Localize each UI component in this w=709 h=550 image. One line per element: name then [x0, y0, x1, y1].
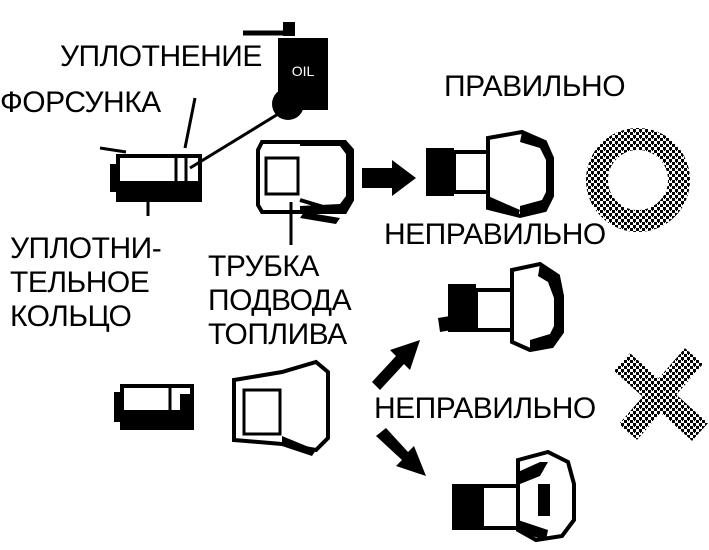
- seal-leader-line: [189, 106, 289, 170]
- injector-top: [99, 146, 202, 202]
- oil-can-icon: OIL: [243, 22, 328, 120]
- circle-mark-icon: [586, 128, 690, 232]
- seal-label: УПЛОТНЕНИЕ: [60, 40, 262, 73]
- fuel-pipe-label-line-2: ПОДВОДА: [208, 284, 352, 317]
- fuel-pipe-top: [256, 140, 354, 224]
- correct-label: ПРАВИЛЬНО: [444, 70, 626, 103]
- arrow-to-incorrect-2: [376, 428, 426, 476]
- oil-can-label: OIL: [292, 63, 315, 79]
- o-ring-label-line-3: КОЛЬЦО: [10, 300, 132, 333]
- fuel-pipe-bottom: [232, 359, 330, 456]
- injector-label: ФОРСУНКА: [0, 86, 161, 119]
- fuel-pipe-label-line-3: ТОПЛИВА: [208, 318, 347, 351]
- arrow-to-correct: [362, 160, 416, 196]
- injector-bottom: [114, 384, 194, 430]
- o-ring-label-line-1: УПЛОТНИ-: [10, 232, 162, 265]
- incorrect-label-1: НЕПРАВИЛЬНО: [384, 218, 606, 251]
- assembly-incorrect-2: [452, 449, 576, 543]
- o-ring-label-line-2: ТЕЛЬНОЕ: [10, 266, 150, 299]
- arrow-to-incorrect-1: [372, 340, 420, 390]
- assembly-correct: [426, 129, 554, 219]
- fuel-pipe-label-line-1: ТРУБКА: [208, 250, 319, 283]
- injector-leader-line: [183, 97, 197, 149]
- incorrect-label-2: НЕПРАВИЛЬНО: [374, 392, 596, 425]
- cross-mark-icon: [613, 348, 709, 441]
- assembly-incorrect-1: [438, 261, 564, 353]
